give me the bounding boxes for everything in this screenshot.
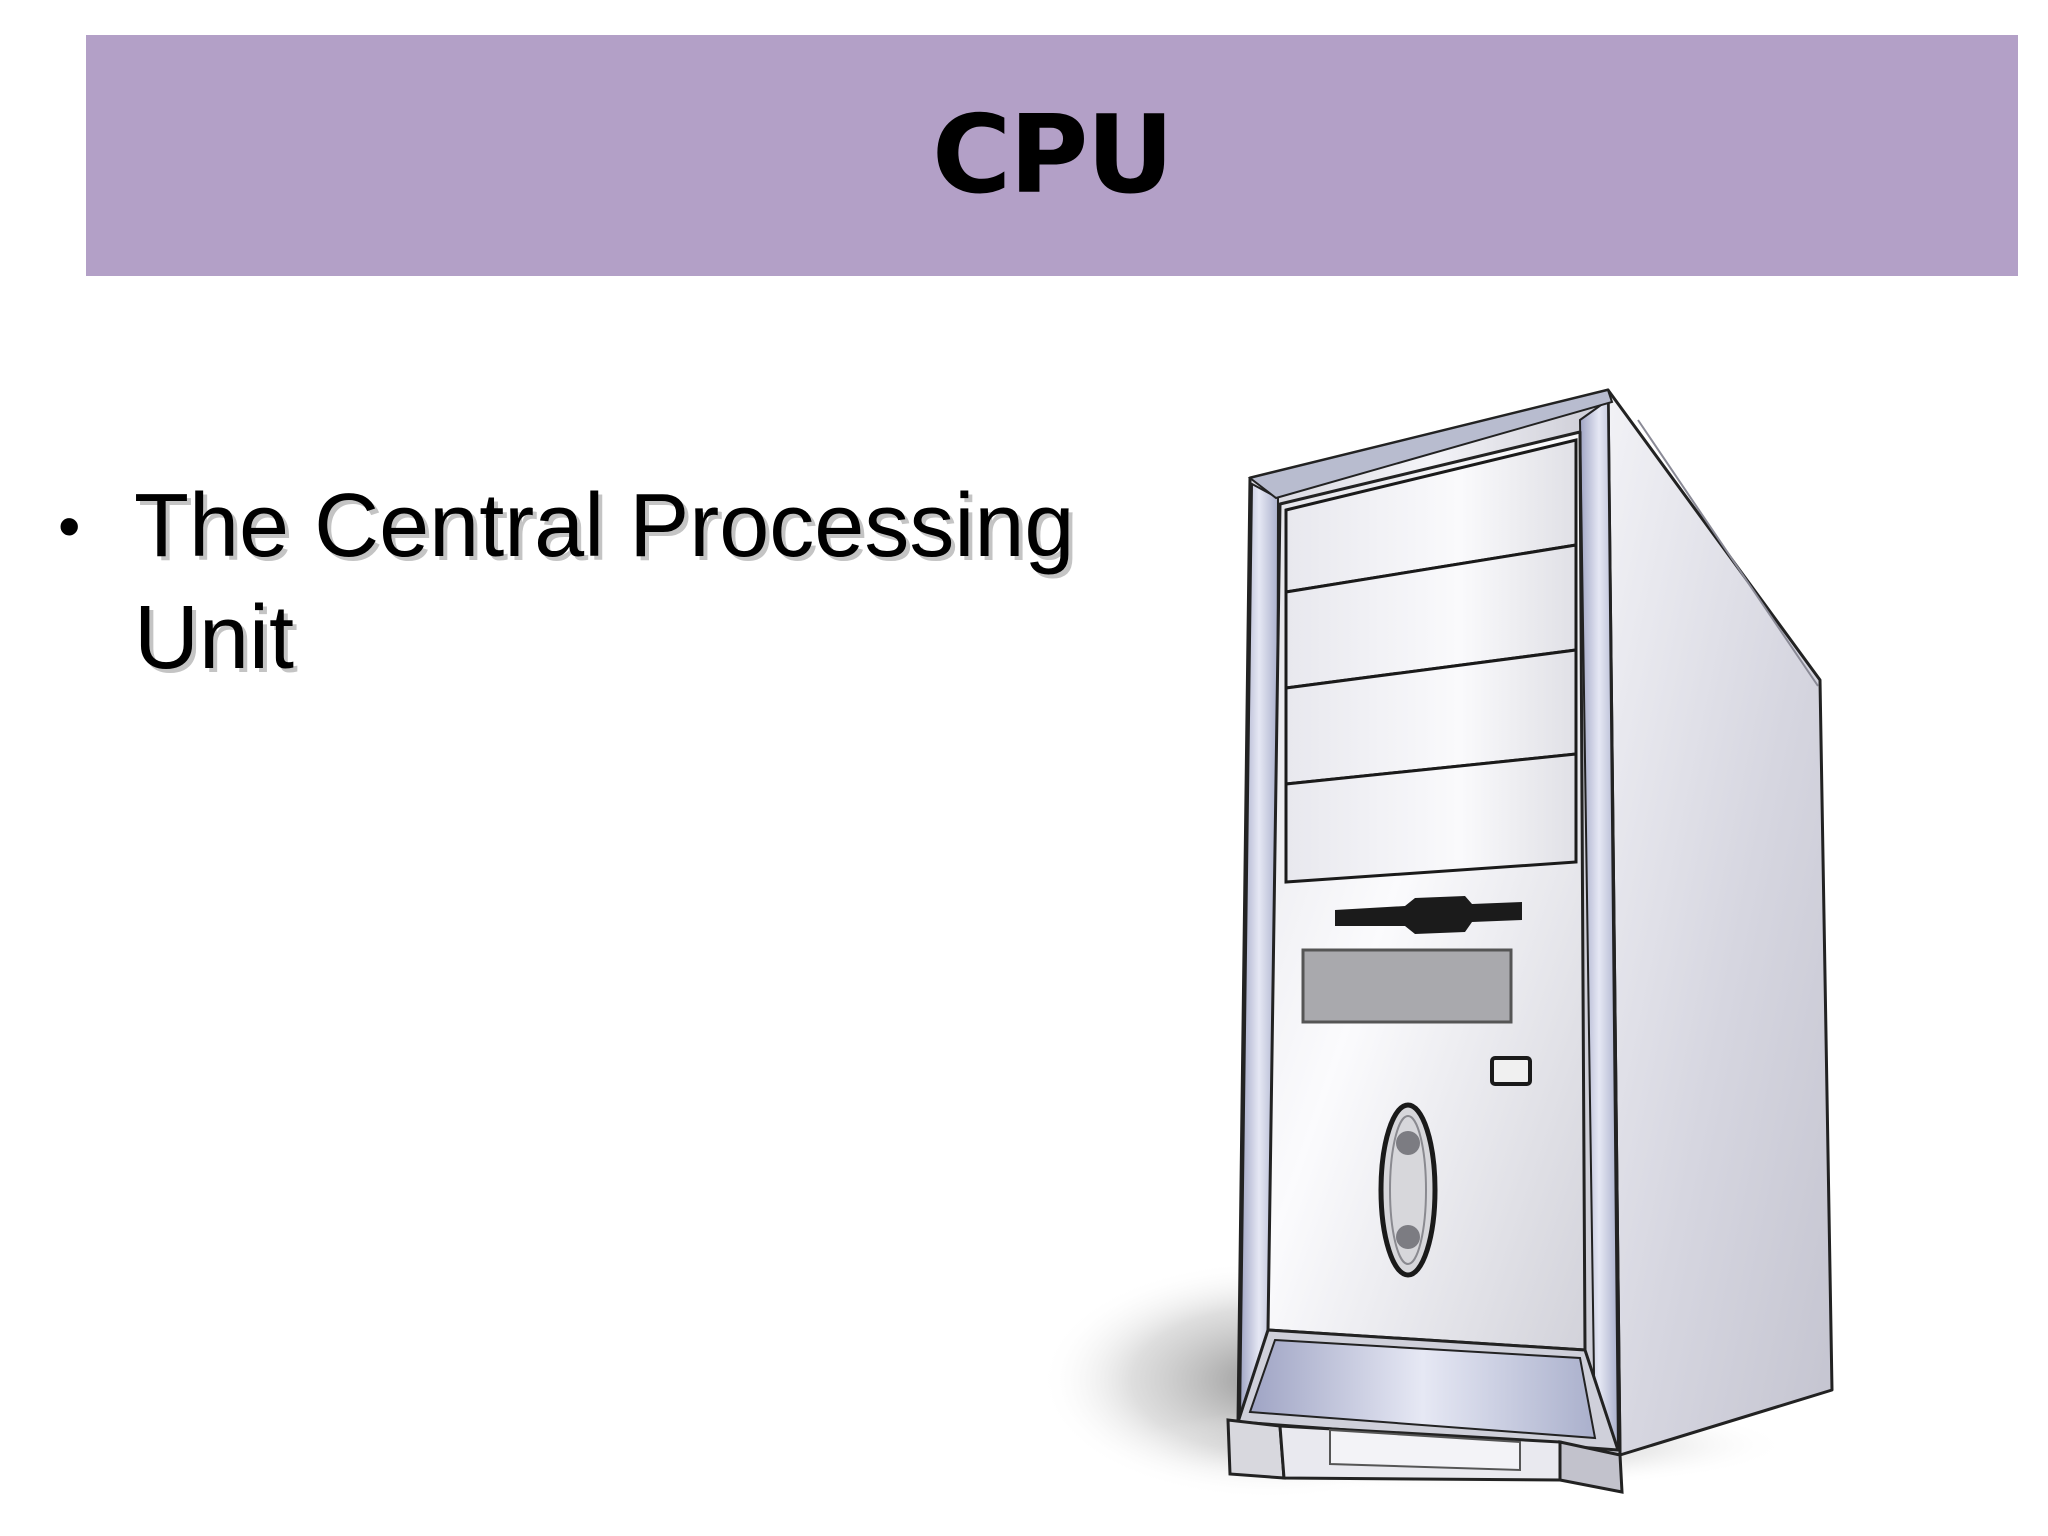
computer-tower-icon: [1040, 388, 1834, 1500]
slide-title: CPU: [931, 93, 1174, 218]
bullet-text: The Central Processing Unit: [134, 476, 1075, 688]
title-bar: CPU: [86, 35, 2018, 276]
bullet-item: • The Central Processing Unit: [52, 470, 1132, 694]
bullet-marker: •: [58, 490, 81, 562]
bullet-list: • The Central Processing Unit: [52, 470, 1132, 694]
